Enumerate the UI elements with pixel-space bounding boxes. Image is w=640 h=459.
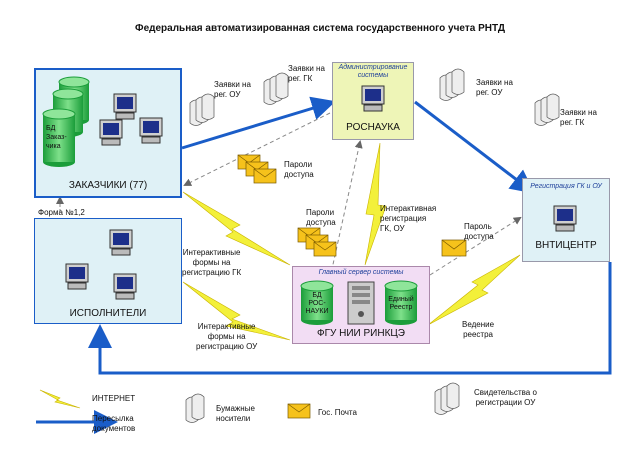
dash-server-zakazchiki (183, 112, 331, 186)
database-icon (42, 108, 76, 168)
server-caption: Главный сервер системы (318, 269, 404, 276)
annotation-interaktivnaya: Интерактивная регистрация ГК, ОУ (380, 204, 437, 233)
server-db1-label: БД РОС- НАУКИ (305, 292, 329, 315)
legend-bumazhnye: Бумажные носители (216, 404, 255, 423)
vntic-label: ВНТИЦЕНТР (535, 240, 597, 251)
annotation-zayavki-gk-right: Заявки на рег. ГК (560, 108, 597, 127)
legend-peresylka: Пересылка документов (92, 414, 136, 433)
zakazchik-db-label: БД Заказ- чика (46, 125, 67, 150)
lightning-vntic (427, 254, 521, 326)
lightning-ou (182, 281, 291, 341)
envelope-icon (287, 403, 311, 419)
scroll-icon (434, 382, 460, 415)
arrow-vntic-ispolniteli (88, 262, 612, 375)
ispolniteli-label: ИСПОЛНИТЕЛИ (69, 308, 147, 319)
vntic-caption: Регистрация ГК и ОУ (530, 183, 602, 190)
lightning-legend (39, 389, 81, 409)
arrow-zakazchiki-rosnauka (181, 96, 336, 150)
rosnauka-label: РОСНАУКА (346, 122, 400, 133)
rosnauka-caption: Администрирование системы (338, 64, 408, 79)
scroll-icon (189, 93, 215, 126)
annotation-forms-gk: Интерактивные формы на регистрацию ГК (182, 248, 242, 277)
annotation-zayavki-ou-left: Заявки на рег. ОУ (214, 80, 251, 99)
annotation-paroli-top: Пароли доступа (284, 160, 314, 179)
arrow-rosnauka-vntic (414, 100, 535, 194)
annotation-zayavki-gk-top: Заявки на рег. ГК (288, 64, 325, 83)
scroll-icon (185, 393, 205, 423)
scroll-icon (534, 93, 560, 126)
envelope-icon (253, 168, 277, 184)
ispolniteli-block (34, 218, 182, 324)
server-label: ФГУ НИИ РИНКЦЭ (316, 328, 405, 339)
annotation-parol: Пароль доступа (464, 222, 494, 241)
lightning-rosnauka (364, 142, 387, 266)
form-label: Форма №1,2 (38, 208, 85, 217)
envelope-icon (313, 241, 337, 257)
annotation-zayavki-ou-right: Заявки на рег. ОУ (476, 78, 513, 97)
scroll-icon (263, 72, 289, 105)
server-db2-label: Единый Реестр (388, 296, 414, 311)
legend-internet: ИНТЕРНЕТ (92, 394, 136, 403)
dash-server-vntic (429, 216, 522, 276)
envelope-icon (441, 239, 467, 257)
diagram-title: Федеральная автоматизированная система г… (135, 23, 505, 34)
annotation-svidetelstva: Свидетельства о регистрации ОУ (474, 388, 537, 407)
zakazchiki-label: ЗАКАЗЧИКИ (77) (68, 180, 148, 191)
annotation-paroli-mid: Пароли доступа (306, 208, 336, 227)
annotation-vedenie: Ведение реестра (462, 320, 495, 339)
scroll-icon (439, 68, 465, 101)
annotation-forms-ou: Интерактивные формы на регистрацию ОУ (196, 322, 258, 351)
lightning-gk (182, 191, 291, 266)
legend-pochta: Гос. Почта (318, 408, 357, 417)
